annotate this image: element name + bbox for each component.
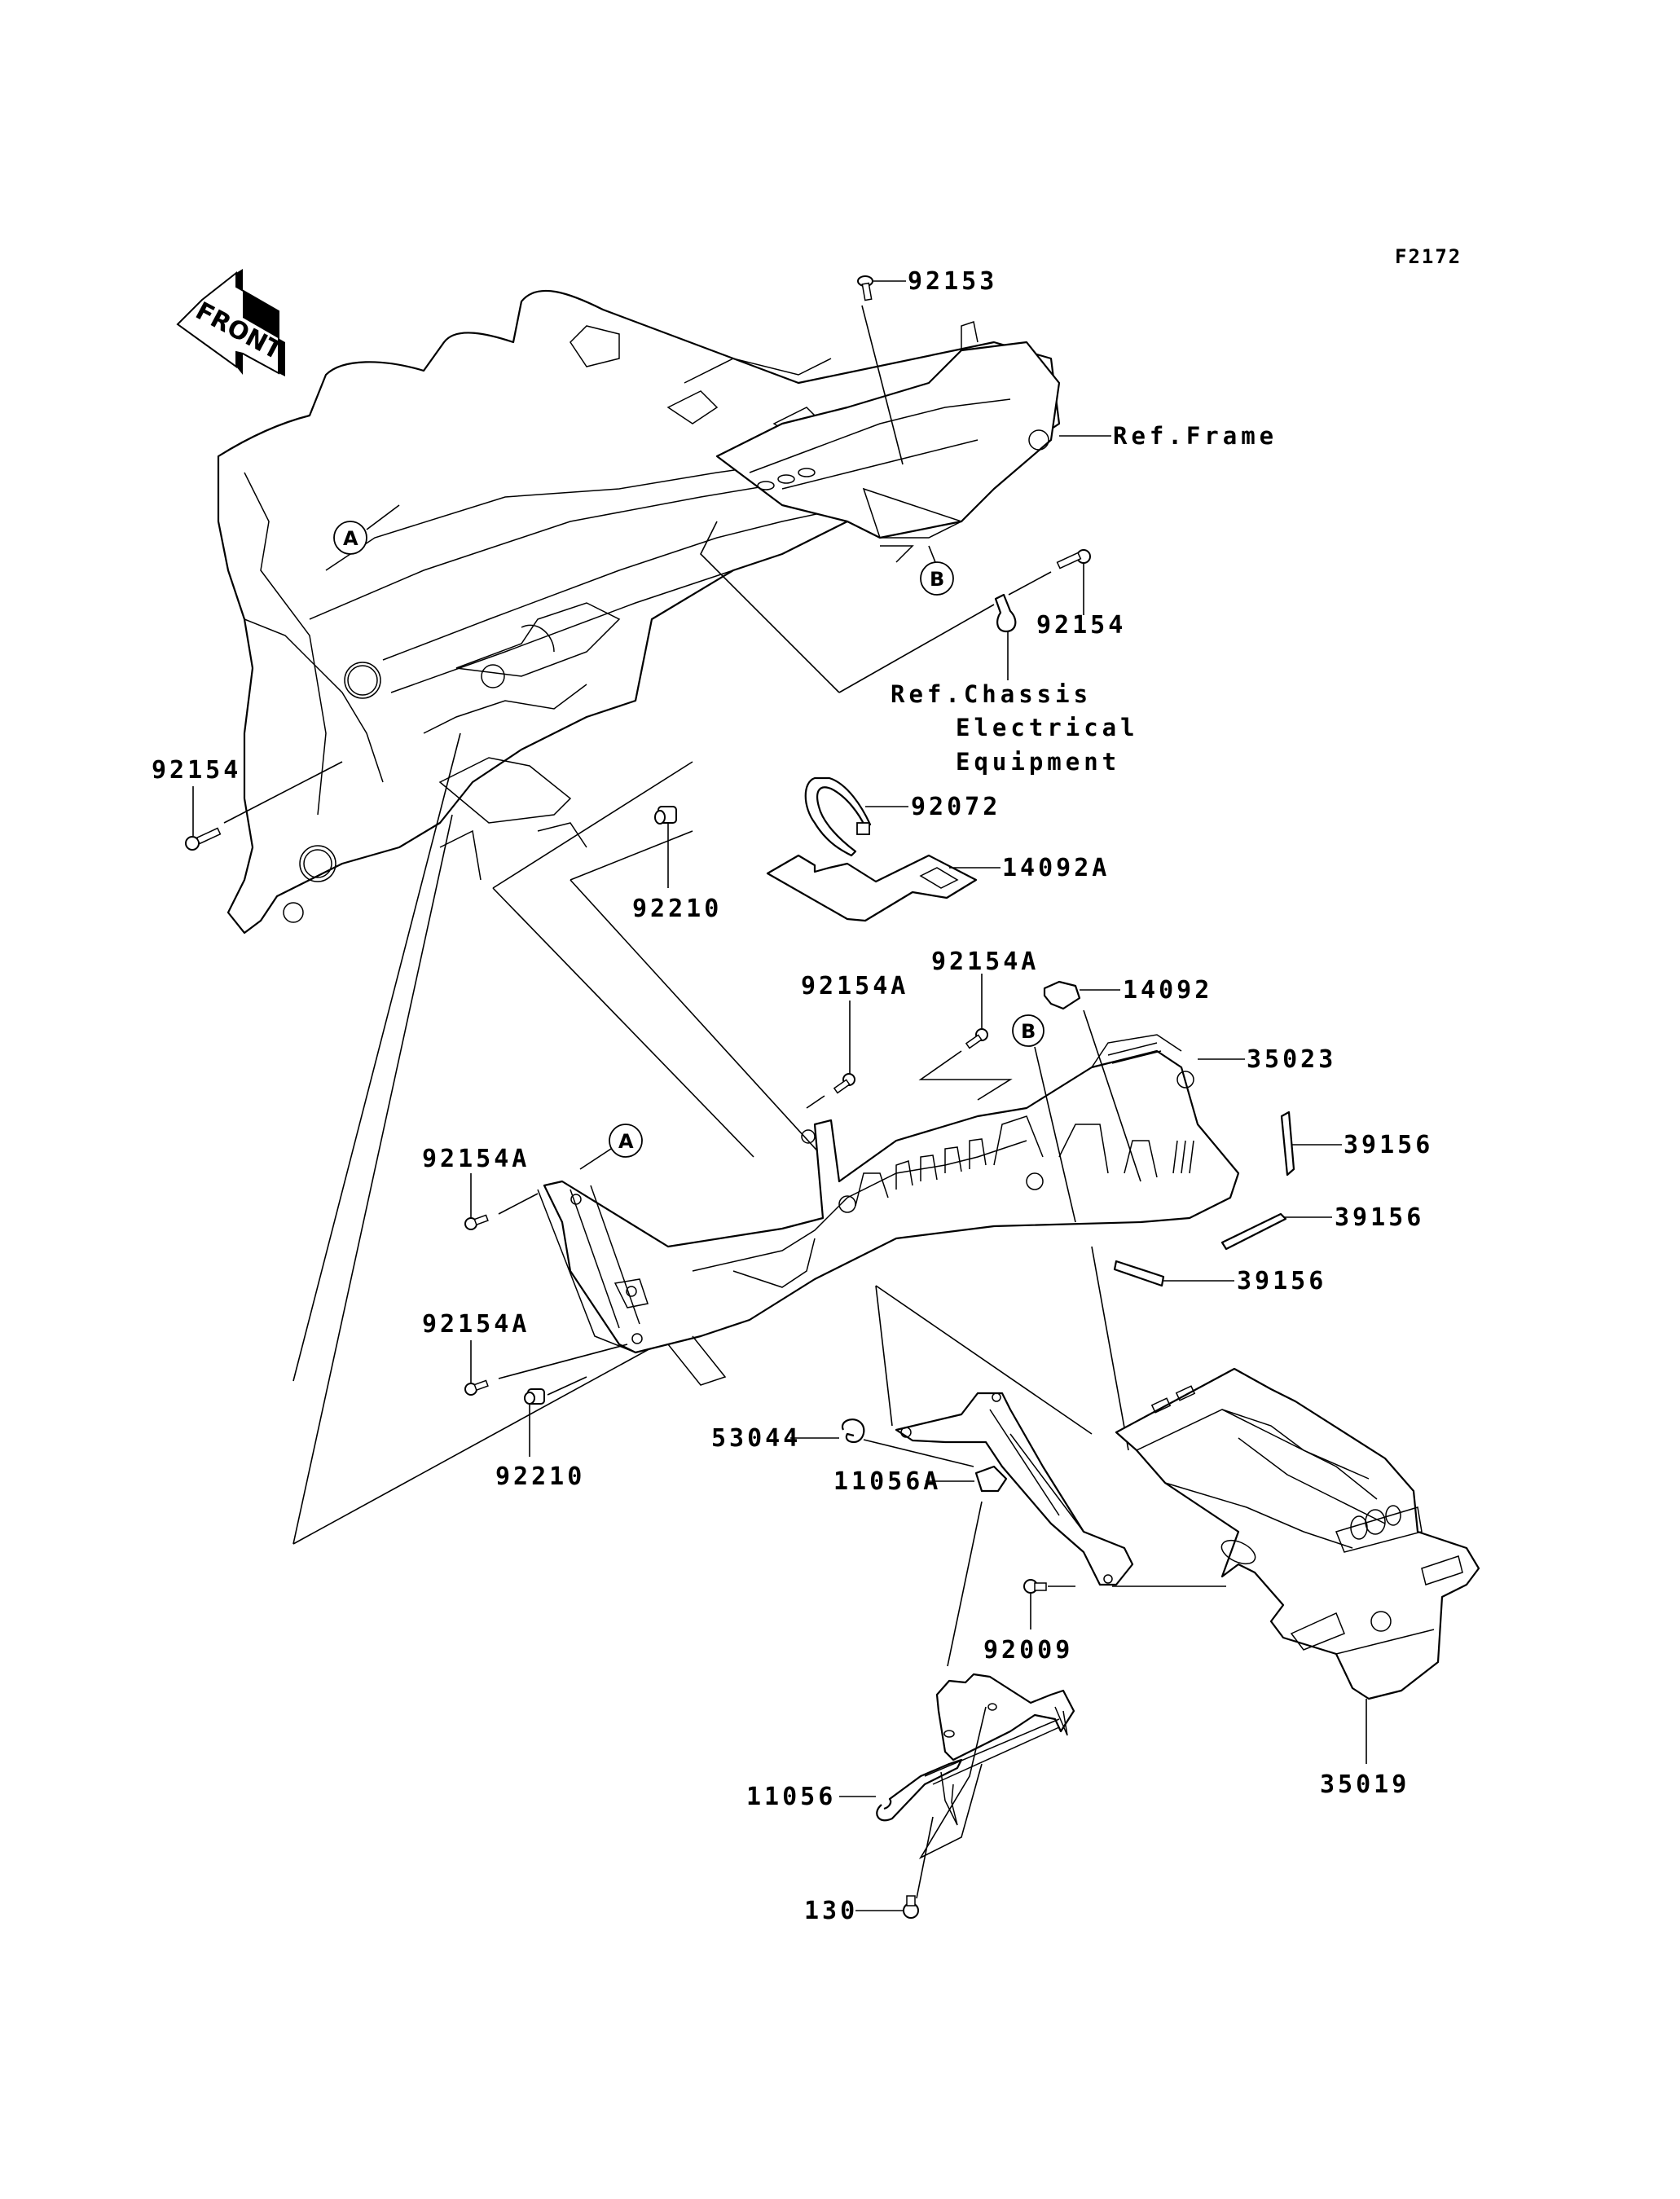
bolt-icon — [1056, 549, 1091, 570]
callout-14092a[interactable]: 14092A — [1002, 854, 1110, 882]
marker-a-leader — [579, 1148, 612, 1170]
assembly-leader — [492, 887, 754, 1158]
marker-a-frame — [333, 521, 367, 555]
callout-92210-bottom[interactable]: 92210 — [495, 1462, 585, 1491]
callout-leader — [700, 521, 840, 693]
cover-cap-part — [1043, 980, 1081, 1010]
callout-92154a-2[interactable]: 92154A — [931, 948, 1039, 976]
callout-39156-3[interactable]: 39156 — [1237, 1267, 1326, 1295]
callout-leader — [223, 761, 343, 824]
foam-pad-part — [1220, 1212, 1287, 1251]
callout-35023[interactable]: 35023 — [1247, 1045, 1336, 1074]
callout-35019[interactable]: 35019 — [1320, 1770, 1410, 1799]
bolt-icon — [464, 1379, 489, 1396]
callout-92154a-4[interactable]: 92154A — [422, 1310, 530, 1339]
grommet-part — [841, 1418, 865, 1444]
callout-leader — [1083, 1009, 1141, 1182]
assembly-leader — [1091, 1246, 1129, 1451]
assembly-leader — [875, 1285, 1093, 1435]
hook-bracket-drawing — [876, 1673, 1075, 1826]
callout-92072[interactable]: 92072 — [911, 793, 1001, 821]
callout-11056a[interactable]: 11056A — [833, 1467, 941, 1496]
marker-b-top — [920, 561, 954, 596]
nut-part — [974, 1465, 1008, 1493]
callout-leader — [547, 1376, 587, 1396]
bolt-icon — [464, 1214, 489, 1230]
marker-b-mid — [1012, 1014, 1045, 1047]
assembly-leader — [875, 1285, 893, 1427]
callout-leader — [1008, 571, 1052, 596]
clamp-part — [994, 593, 1017, 633]
marker-b-leader — [1034, 1046, 1076, 1223]
callout-leader — [806, 1095, 825, 1109]
callout-leader — [863, 1439, 974, 1467]
callout-92154-right[interactable]: 92154 — [1036, 611, 1126, 640]
screw-icon — [857, 275, 873, 301]
ref-equipment-label[interactable]: Equipment — [956, 748, 1120, 776]
rear-fender-drawing — [1115, 1367, 1480, 1700]
cable-band-part — [804, 776, 872, 857]
callout-53044[interactable]: 53044 — [711, 1424, 801, 1453]
assembly-leader — [292, 732, 461, 1382]
callout-92154a-3[interactable]: 92154A — [422, 1145, 530, 1173]
callout-leader — [947, 1501, 983, 1667]
frame-drawing — [217, 289, 1061, 935]
assembly-leader — [570, 879, 824, 1158]
callout-92153[interactable]: 92153 — [908, 267, 997, 296]
bolt-icon — [833, 1073, 855, 1094]
callout-leader — [916, 1816, 934, 1899]
callout-39156-2[interactable]: 39156 — [1335, 1203, 1424, 1232]
front-arrow-icon: FRONT — [176, 269, 287, 376]
marker-a-mid-text: A — [618, 1130, 634, 1153]
bolt-icon — [1023, 1579, 1047, 1594]
foam-pad-part — [1280, 1110, 1295, 1176]
callout-leader — [498, 1193, 539, 1215]
foam-pad-part — [1113, 1260, 1165, 1287]
callout-92210-top[interactable]: 92210 — [632, 895, 722, 923]
ref-frame-label[interactable]: Ref.Frame — [1113, 422, 1278, 450]
assembly-leader — [492, 761, 693, 889]
callout-39156-1[interactable]: 39156 — [1344, 1131, 1433, 1159]
assembly-leader — [292, 814, 453, 1545]
bolt-icon — [185, 827, 222, 851]
callout-11056[interactable]: 11056 — [746, 1783, 836, 1811]
bushing-icon — [654, 806, 677, 825]
undertray-drawing — [537, 1034, 1240, 1386]
callout-92009[interactable]: 92009 — [983, 1636, 1073, 1665]
callout-14092[interactable]: 14092 — [1123, 976, 1212, 1005]
marker-a-frame-text: A — [343, 527, 358, 550]
bolt-icon — [903, 1895, 919, 1919]
callout-92154a-1[interactable]: 92154A — [801, 972, 908, 1001]
marker-b-mid-text: B — [1021, 1020, 1036, 1043]
cover-plate-part — [766, 854, 978, 922]
callout-leader — [918, 1050, 1013, 1101]
bolt-icon — [965, 1028, 988, 1049]
marker-b-top-text: B — [930, 568, 944, 591]
assembly-leader — [570, 830, 693, 881]
callout-92154-left[interactable]: 92154 — [152, 756, 241, 785]
callout-leader — [838, 604, 995, 693]
cable-band-lock — [856, 822, 870, 835]
marker-a-leader — [366, 504, 400, 530]
callout-leader — [498, 1344, 628, 1379]
marker-a-mid — [609, 1124, 643, 1158]
diagram-code: F2172 — [1395, 245, 1462, 268]
bracket-drawing — [895, 1392, 1134, 1586]
callout-leader — [861, 305, 904, 465]
ref-chassis-label[interactable]: Ref.Chassis — [891, 680, 1092, 708]
callout-130[interactable]: 130 — [804, 1897, 858, 1925]
ref-electrical-label[interactable]: Electrical — [956, 714, 1139, 741]
bushing-icon — [524, 1388, 545, 1405]
callout-leader — [918, 1706, 987, 1859]
marker-b-leader — [928, 545, 936, 563]
